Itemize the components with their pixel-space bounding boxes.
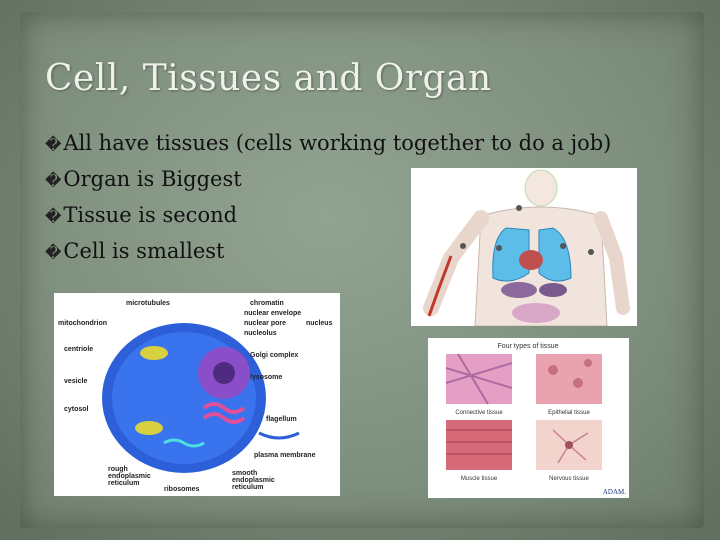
- bullet-item: �Organ is Biggest: [45, 161, 611, 197]
- label-cytosol: cytosol: [64, 406, 89, 413]
- slide-title: Cell, Tissues and Organ: [45, 58, 492, 99]
- tissue-heading: Four types of tissue: [497, 343, 558, 350]
- cell-illustration: microtubules mitochondrion centriole ves…: [54, 293, 340, 496]
- bullet-marker: �: [45, 135, 62, 154]
- tissue-types-image: Four types of tissue Connective tissue E…: [428, 338, 629, 498]
- tissue-illustration: Four types of tissue Connective tissue E…: [428, 338, 629, 498]
- tissue-epithelial-label: Epithelial tissue: [548, 410, 590, 416]
- cell-diagram-image: microtubules mitochondrion centriole ves…: [54, 293, 340, 496]
- label-nucleolus: nucleolus: [244, 330, 277, 337]
- organ-body-image: [411, 168, 637, 326]
- tissue-nervous-label: Nervous tissue: [549, 476, 589, 482]
- bullet-marker: �: [45, 243, 62, 262]
- bullet-text: Organ is Biggest: [63, 167, 242, 191]
- label-ribosomes: ribosomes: [164, 486, 200, 493]
- label-vesicle: vesicle: [64, 378, 87, 385]
- bullet-marker: �: [45, 207, 62, 226]
- label-microtubules: microtubules: [126, 300, 170, 307]
- bullet-item: �Tissue is second: [45, 197, 611, 233]
- bullet-text: Tissue is second: [63, 203, 238, 227]
- label-plasma-membrane: plasma membrane: [254, 452, 316, 459]
- label-golgi: Golgi complex: [250, 352, 298, 359]
- tissue-connective-label: Connective tissue: [455, 410, 503, 416]
- label-nuclear-pore: nuclear pore: [244, 320, 286, 327]
- label-centriole: centriole: [64, 346, 93, 353]
- label-lysosome: lysosome: [250, 374, 282, 381]
- bullet-text: All have tissues (cells working together…: [63, 131, 612, 155]
- bullet-text: Cell is smallest: [63, 239, 225, 263]
- bullet-marker: �: [45, 171, 62, 190]
- adam-logo: ADAM.: [603, 488, 626, 496]
- label-flagellum: flagellum: [266, 416, 297, 423]
- label-mitochondrion: mitochondrion: [58, 320, 107, 327]
- organ-body-illustration: [411, 168, 637, 326]
- bullet-list: �All have tissues (cells working togethe…: [45, 125, 611, 269]
- bullet-item: �All have tissues (cells working togethe…: [45, 125, 611, 161]
- label-nuclear-envelope: nuclear envelope: [244, 310, 301, 317]
- bullet-item: �Cell is smallest: [45, 233, 611, 269]
- label-chromatin: chromatin: [250, 300, 284, 307]
- label-nucleus: nucleus: [306, 320, 333, 327]
- tissue-muscle-label: Muscle tissue: [461, 476, 498, 482]
